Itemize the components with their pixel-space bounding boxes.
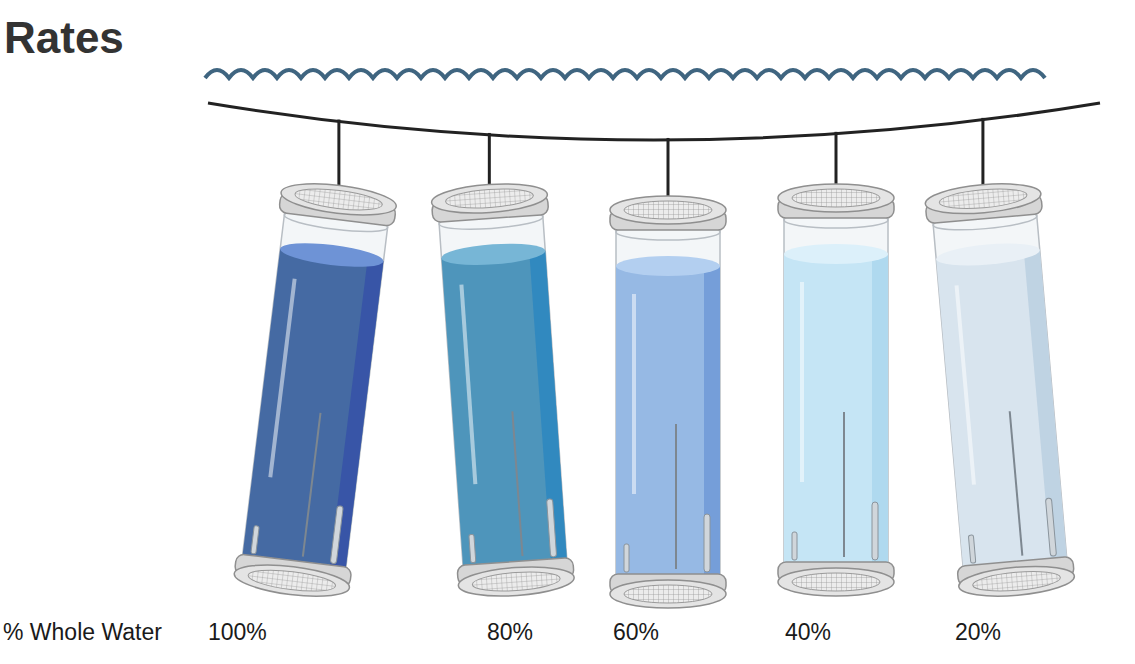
liquid-shade <box>1024 250 1067 558</box>
mesh-screen <box>792 189 880 207</box>
glass-highlight <box>800 282 804 482</box>
water-sample <box>243 249 384 567</box>
mesh-screen <box>472 569 561 593</box>
mesh-screen <box>792 573 880 591</box>
water-sample <box>936 250 1066 566</box>
mesh-screen <box>294 185 384 214</box>
water-sample <box>784 254 888 562</box>
bottle-body <box>616 226 720 576</box>
bottle-body <box>933 210 1067 568</box>
glass-highlight <box>270 279 294 478</box>
cap-rim <box>778 568 894 596</box>
cap-rim <box>958 562 1076 600</box>
liquid-surface <box>616 256 720 276</box>
glass-highlight <box>461 285 475 485</box>
sample-bottle <box>431 180 575 599</box>
cap-rim <box>431 180 549 216</box>
liquid-surface <box>784 244 888 264</box>
bottle-body <box>439 211 567 567</box>
inner-tube <box>251 526 259 554</box>
liquid-shade <box>529 251 566 559</box>
inner-tube <box>704 514 710 572</box>
dilution-label: 60% <box>613 621 659 644</box>
mesh-screen <box>972 568 1061 594</box>
mesh-screen <box>624 201 712 219</box>
cap-rim <box>924 180 1042 218</box>
water-surface <box>205 70 1045 78</box>
inner-tube <box>330 506 343 564</box>
water-sample <box>616 266 720 574</box>
axis-label: % Whole Water <box>3 621 162 644</box>
liquid-surface <box>935 240 1040 269</box>
sample-bottle <box>233 178 398 601</box>
mesh-screen <box>938 186 1027 212</box>
inner-tube <box>547 499 557 557</box>
dilution-label: 100% <box>208 621 267 644</box>
inner-tube <box>1045 498 1056 556</box>
cap-rim <box>233 560 352 602</box>
inner-rod <box>1010 411 1023 555</box>
sample-bottle <box>778 184 894 596</box>
inner-rod <box>303 413 321 557</box>
cap-rim <box>610 196 726 224</box>
dilution-label: 20% <box>955 621 1001 644</box>
glass-highlight <box>957 285 974 484</box>
cap-rim <box>778 184 894 212</box>
dilution-label: 40% <box>785 621 831 644</box>
inner-tube <box>792 532 797 560</box>
liquid-shade <box>872 254 888 562</box>
hanging-line <box>208 103 1100 140</box>
bottle-body <box>784 214 888 564</box>
inner-tube <box>968 535 975 563</box>
inner-tube <box>872 502 878 560</box>
mesh-screen <box>445 186 534 210</box>
liquid-shade <box>330 259 383 567</box>
mesh-screen <box>624 585 712 603</box>
inner-rod <box>675 424 677 569</box>
liquid-surface <box>441 241 546 268</box>
title: Rates <box>4 16 124 60</box>
water-sample <box>442 251 567 566</box>
glass-highlight <box>632 294 636 494</box>
liquid-surface <box>279 239 385 272</box>
cap-rim <box>610 580 726 608</box>
mesh-screen <box>247 566 337 595</box>
cap-rim <box>457 564 575 600</box>
sample-bottle <box>610 196 726 608</box>
inner-tube <box>624 544 629 572</box>
inner-tube <box>469 534 476 562</box>
inner-rod <box>512 411 522 556</box>
bottle-body <box>242 209 388 569</box>
inner-rod <box>843 412 845 557</box>
sample-bottle <box>924 180 1075 601</box>
dilution-label: 80% <box>487 621 533 644</box>
liquid-shade <box>704 266 720 574</box>
cap-rim <box>279 178 398 220</box>
